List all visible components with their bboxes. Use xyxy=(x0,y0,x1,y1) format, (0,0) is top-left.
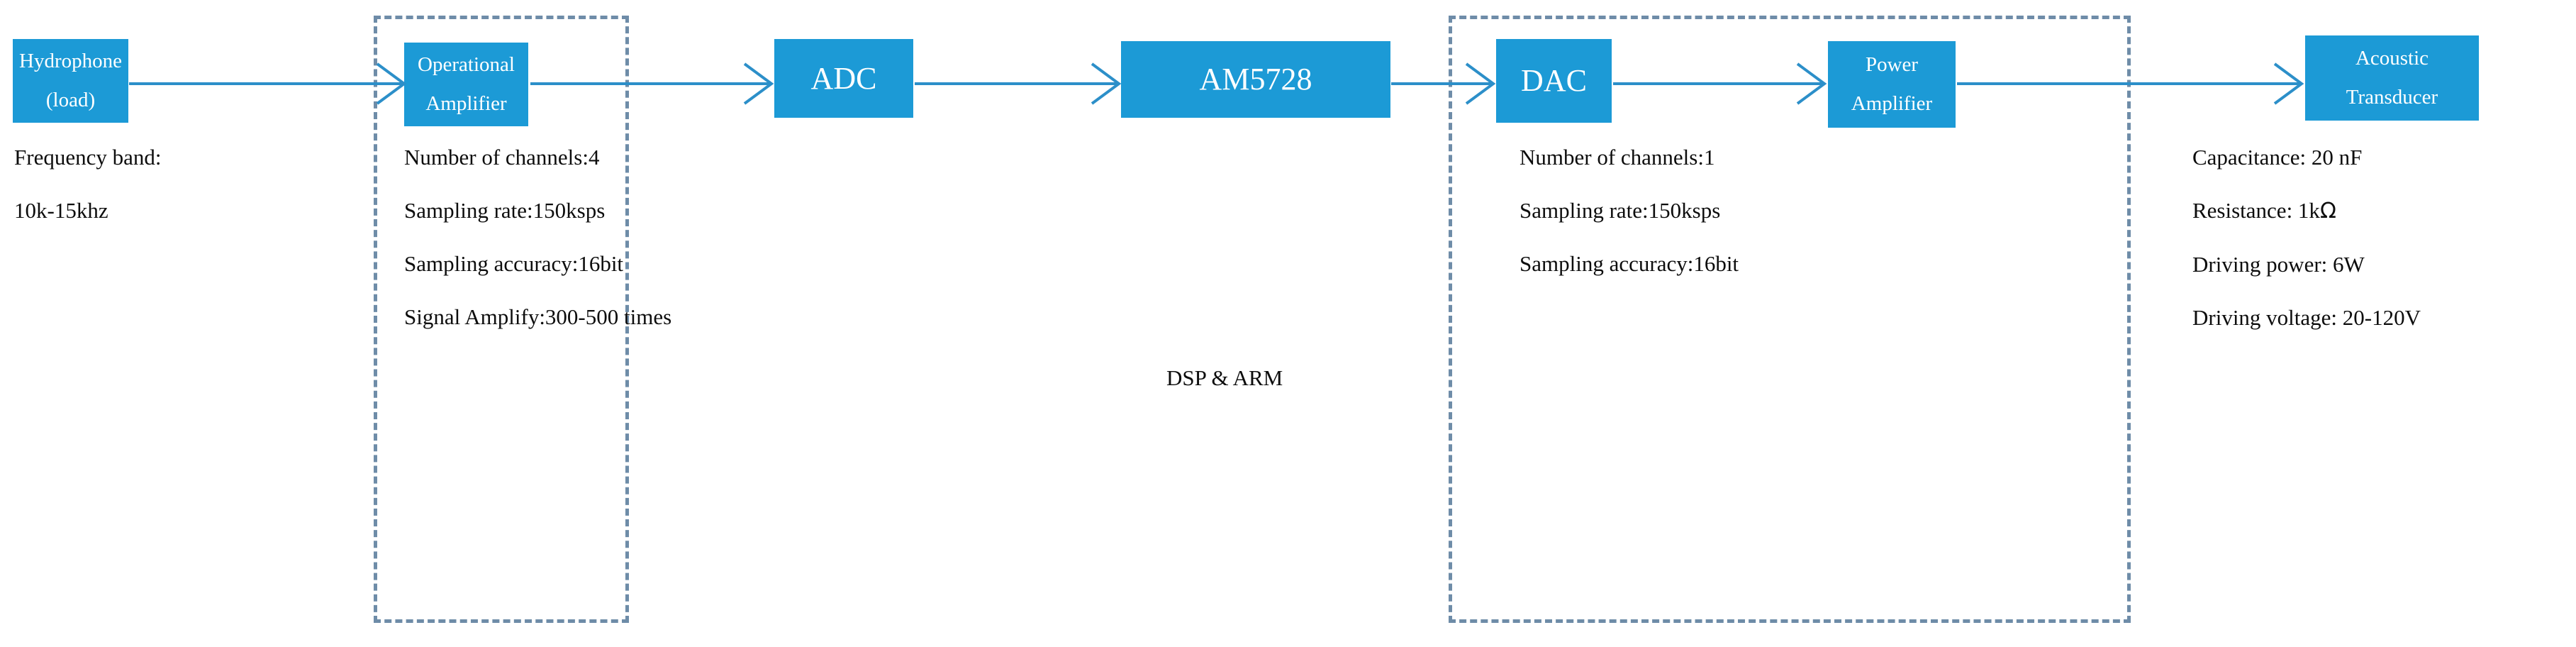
block-acoustic-transducer-line-1: Acoustic xyxy=(2355,46,2429,70)
arrow-hydrophone-to-opamp xyxy=(129,62,407,105)
block-power-amplifier-line-1: Power xyxy=(1865,52,1919,76)
block-am5728[interactable]: AM5728 xyxy=(1121,41,1390,118)
spec-transmit-chain-row-1: Number of channels:1 xyxy=(1520,145,1715,170)
block-operational-amplifier-line-2: Amplifier xyxy=(425,92,507,115)
spec-acoustic-transducer-row-3: Driving power: 6W xyxy=(2192,252,2365,277)
spec-hydrophone-row-2: 10k-15khz xyxy=(14,198,108,223)
spec-acoustic-transducer-row-1: Capacitance: 20 nF xyxy=(2192,145,2363,170)
spec-hydrophone-row-1: Frequency band: xyxy=(14,145,162,170)
ohm-symbol: Ω xyxy=(2319,199,2336,223)
block-dac-label: DAC xyxy=(1521,63,1587,99)
block-hydrophone-line-2: (load) xyxy=(45,89,96,111)
spec-hydrophone: Frequency band: 10k-15khz xyxy=(14,128,161,221)
spec-receive-chain: Number of channels:4 Sampling rate:150ks… xyxy=(404,128,671,328)
block-hydrophone-line-1: Hydrophone xyxy=(19,49,122,72)
arrow-dac-to-power-amplifier xyxy=(1613,62,1827,105)
spec-receive-chain-row-2: Sampling rate:150ksps xyxy=(404,198,606,223)
arrow-opamp-to-adc xyxy=(530,62,774,105)
spec-acoustic-transducer-row-4: Driving voltage: 20-120V xyxy=(2192,305,2421,330)
block-adc[interactable]: ADC xyxy=(774,39,913,118)
spec-transmit-chain: Number of channels:1 Sampling rate:150ks… xyxy=(1520,128,1739,275)
arrow-am5728-to-dac xyxy=(1391,62,1496,105)
block-acoustic-transducer[interactable]: Acoustic Transducer xyxy=(2305,35,2479,121)
spec-acoustic-transducer: Capacitance: 20 nF Resistance: 1kΩ Drivi… xyxy=(2192,128,2421,328)
resistance-label: Resistance: 1k xyxy=(2192,198,2320,223)
group-box-transmit-chain xyxy=(1449,16,2131,623)
block-acoustic-transducer-line-2: Transducer xyxy=(2346,86,2438,109)
block-dac[interactable]: DAC xyxy=(1496,39,1612,123)
block-operational-amplifier[interactable]: Operational Amplifier xyxy=(404,43,528,126)
spec-acoustic-transducer-row-2: Resistance: 1kΩ xyxy=(2192,199,2421,222)
spec-transmit-chain-row-2: Sampling rate:150ksps xyxy=(1520,198,1721,223)
block-power-amplifier-line-2: Amplifier xyxy=(1851,92,1933,115)
spec-receive-chain-row-1: Number of channels:4 xyxy=(404,145,600,170)
spec-receive-chain-row-4: Signal Amplify:300-500 times xyxy=(404,304,672,329)
spec-am5728-caption: DSP & ARM xyxy=(1166,365,1283,390)
block-hydrophone[interactable]: Hydrophone (load) xyxy=(13,39,128,123)
block-power-amplifier[interactable]: Power Amplifier xyxy=(1828,41,1956,128)
arrow-adc-to-am5728 xyxy=(915,62,1122,105)
block-operational-amplifier-line-1: Operational xyxy=(418,52,515,76)
block-am5728-label: AM5728 xyxy=(1199,62,1312,97)
group-box-receive-chain xyxy=(374,16,629,623)
spec-receive-chain-row-3: Sampling accuracy:16bit xyxy=(404,251,624,276)
arrow-power-amplifier-to-transducer xyxy=(1957,62,2304,105)
block-adc-label: ADC xyxy=(810,60,877,96)
spec-transmit-chain-row-3: Sampling accuracy:16bit xyxy=(1520,251,1739,276)
